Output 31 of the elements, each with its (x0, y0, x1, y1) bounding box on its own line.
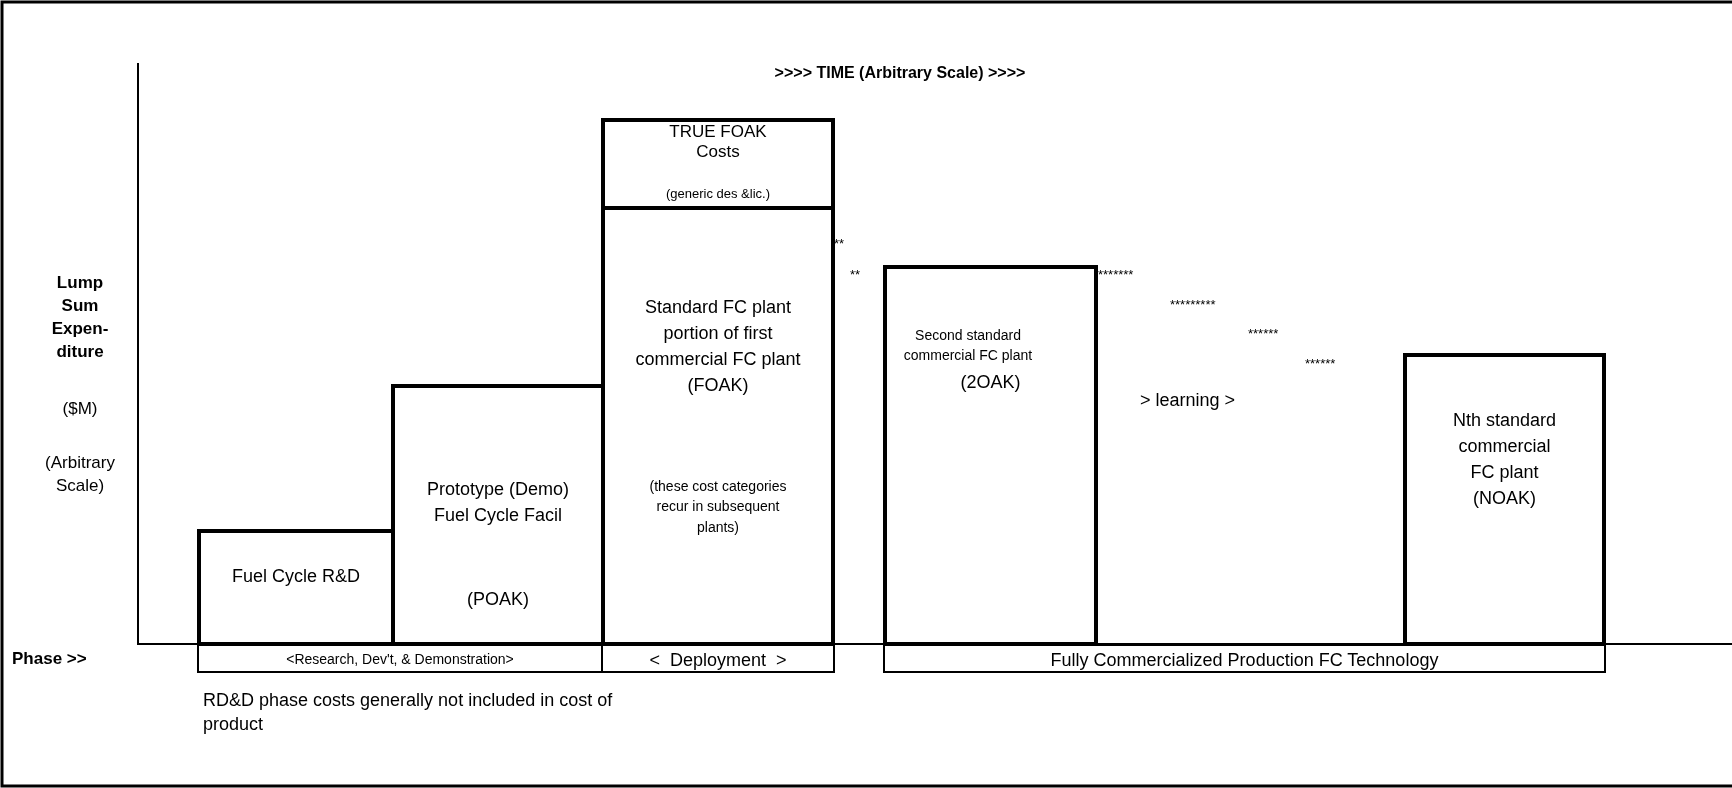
phase-bar (197, 644, 603, 673)
axis-unit: ($M) (61, 398, 99, 420)
block-label: Fuel Cycle R&D (231, 565, 361, 588)
cost-block (883, 265, 1098, 646)
block-label: Second standard commercial FC plant (902, 326, 1034, 366)
phase-bar (883, 644, 1606, 673)
block-label: TRUE FOAK Costs (668, 122, 768, 163)
block-label: (these cost categories recur in subsequent plants) (648, 477, 788, 537)
axis-note: (Arbitrary Scale) (44, 452, 116, 497)
axis-title: Lump Sum Expen- diture (50, 272, 110, 363)
asterisk-trail: ****** (1305, 355, 1337, 373)
asterisk-trail: ******* (1098, 266, 1135, 284)
asterisk-trail: ****** (1248, 325, 1280, 343)
block-label: (POAK) (466, 588, 530, 611)
phase-label: < Deployment > (648, 649, 788, 672)
block-label: Standard FC plant portion of first commercial FC plant (FOAK) (634, 296, 802, 398)
phase-label: Fully Commercialized Production FC Technology (1049, 649, 1440, 672)
cost-block (1403, 353, 1606, 646)
phase-heading: Phase >> (12, 648, 88, 670)
footnote: RD&D phase costs generally not included in cost of product (203, 689, 614, 737)
asterisk-trail: ** (834, 235, 846, 253)
block-label: Prototype (Demo) Fuel Cycle Facil (425, 478, 571, 528)
phase-label: <Research, Dev't, & Demonstration> (285, 650, 515, 669)
block-label: (2OAK) (959, 371, 1022, 394)
block-label: Nth standard commercial FC plant (NOAK) (1451, 409, 1558, 511)
time-axis-title: >>>> TIME (Arbitrary Scale) >>>> (773, 63, 1027, 83)
asterisk-trail: ** (850, 266, 862, 284)
asterisk-trail: ********* (1170, 296, 1217, 314)
learning-label: > learning > (1140, 389, 1237, 412)
block-label: (generic des &lic.) (664, 185, 771, 203)
phase-bar (601, 644, 835, 673)
